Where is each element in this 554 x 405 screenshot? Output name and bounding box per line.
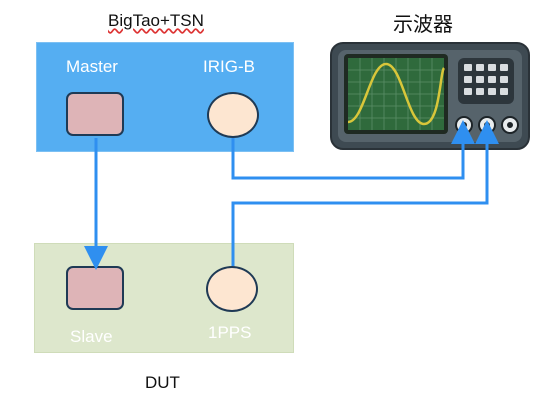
master-label: Master bbox=[66, 57, 118, 76]
slave-label: Slave bbox=[70, 327, 113, 346]
top-block-title: BigTao+TSN bbox=[108, 11, 204, 30]
irigb-label: IRIG-B bbox=[203, 57, 255, 76]
oscilloscope-icon bbox=[330, 42, 530, 150]
scope-title: 示波器 bbox=[393, 14, 453, 36]
dut-title: DUT bbox=[145, 373, 180, 392]
irigb-port bbox=[207, 92, 259, 138]
pps-label: 1PPS bbox=[208, 323, 252, 342]
pps-port bbox=[206, 266, 258, 312]
slave-port bbox=[66, 266, 124, 310]
master-port bbox=[66, 92, 124, 136]
